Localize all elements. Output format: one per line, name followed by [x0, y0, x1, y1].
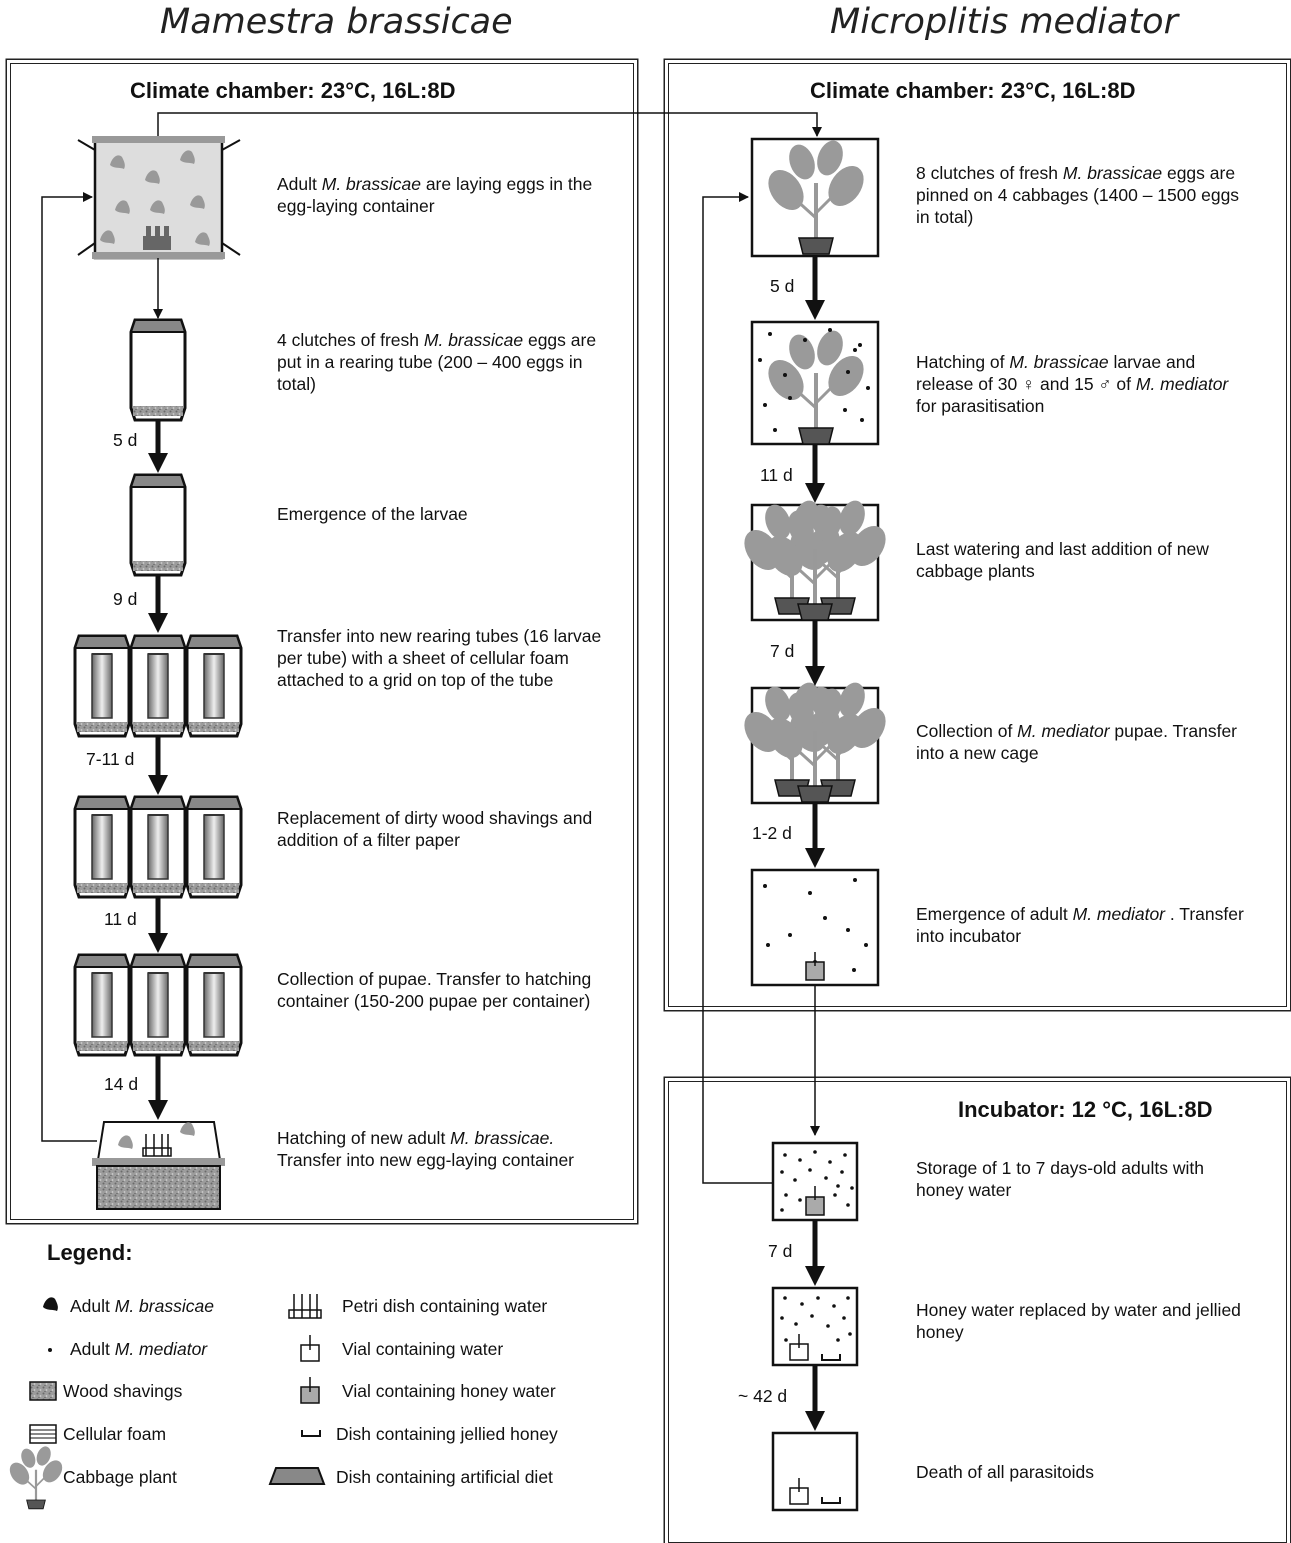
- climate-chamber-left: [10, 63, 634, 1220]
- incubator-jellied-honey-cage: [771, 1286, 859, 1367]
- legend-item-vial-water: Vial containing water: [342, 1339, 504, 1359]
- legend-item-artificial-diet-dish: Dish containing artificial diet: [336, 1467, 553, 1487]
- cage-hatching-larvae: [750, 320, 880, 446]
- legend-item-mediator: Adult M. mediator: [70, 1339, 208, 1359]
- vial-honey-icon: [300, 1377, 320, 1404]
- duration-incubator-1: 7 d: [768, 1241, 793, 1261]
- egg-laying-container: [77, 136, 241, 260]
- legend-item-wood-shavings: Wood shavings: [63, 1381, 183, 1401]
- climate-chamber-right: [668, 63, 1287, 1007]
- rearing-tubes-set-3: [75, 955, 241, 1055]
- brassicae-step-2: 4 clutches of fresh M. brassicae eggs ar…: [277, 330, 597, 394]
- legend-item-jellied-honey-dish: Dish containing jellied honey: [336, 1424, 558, 1444]
- wood-shavings-icon: [29, 1381, 57, 1401]
- duration-incubator-2: ~ 42 d: [738, 1386, 788, 1406]
- right-chamber-header: Climate chamber: 23°C, 16L:8D: [810, 78, 1136, 103]
- duration-brassicae-5: 14 d: [104, 1074, 139, 1094]
- cage-eggs-cabbage: [750, 134, 880, 258]
- mediator-step-1: 8 clutches of fresh M. brassicae eggs ar…: [916, 163, 1240, 227]
- mediator-step-3: Last watering and last addition of new c…: [916, 539, 1209, 581]
- brassicae-step-5: Replacement of dirty wood shavings and a…: [277, 808, 593, 850]
- rearing-tubes-set-2: [75, 797, 241, 897]
- jellied-honey-dish-icon: [301, 1430, 321, 1437]
- duration-mediator-1: 5 d: [770, 276, 795, 296]
- duration-brassicae-4: 11 d: [104, 909, 137, 929]
- species-title-right: Microplitis mediator: [830, 2, 1178, 42]
- petri-dish-icon: [288, 1294, 322, 1319]
- legend-item-cellular-foam: Cellular foam: [63, 1424, 167, 1444]
- legend-item-petri-dish: Petri dish containing water: [342, 1296, 548, 1316]
- mediator-step-5: Emergence of adult M. mediator . Transfe…: [916, 904, 1244, 946]
- incubator-step-1: Storage of 1 to 7 days-old adults with h…: [916, 1158, 1204, 1200]
- brassicae-step-1: Adult M. brassicae are laying eggs in th…: [277, 174, 593, 216]
- cabbage-plant-icon: [4, 1443, 68, 1510]
- brassicae-step-4: Transfer into new rearing tubes (16 larv…: [277, 626, 602, 690]
- brassicae-step-7: Hatching of new adult M. brassicae. Tran…: [277, 1128, 575, 1170]
- incubator-header: Incubator: 12 °C, 16L:8D: [958, 1097, 1213, 1122]
- left-flow-arrows: [41, 192, 168, 1142]
- artificial-diet-dish-icon: [268, 1467, 326, 1485]
- cage-adult-emergence: [750, 868, 880, 987]
- duration-brassicae-2: 9 d: [113, 589, 138, 609]
- incubator-step-3: Death of all parasitoids: [916, 1462, 1095, 1482]
- brassicae-step-6: Collection of pupae. Transfer to hatchin…: [277, 969, 592, 1011]
- incubator-storage-cage: [771, 1141, 859, 1222]
- brassicae-step-3: Emergence of the larvae: [277, 504, 468, 524]
- legend-item-vial-honey: Vial containing honey water: [342, 1381, 556, 1401]
- mediator-step-2: Hatching of M. brassicae larvae and rele…: [916, 352, 1229, 416]
- left-chamber-header: Climate chamber: 23°C, 16L:8D: [130, 78, 456, 103]
- vial-water-icon: [300, 1335, 320, 1362]
- incubator-death-cage: [771, 1431, 859, 1512]
- duration-mediator-3: 7 d: [770, 641, 795, 661]
- transfer-arrow-eggs: [157, 112, 822, 137]
- cage-pupae-collection: [735, 676, 895, 805]
- cellular-foam-icon: [29, 1424, 57, 1444]
- right-flow-arrows: [702, 192, 825, 1184]
- moth-icon: [43, 1297, 58, 1311]
- mediator-step-4: Collection of M. mediator pupae. Transfe…: [916, 721, 1238, 763]
- incubator-step-2: Honey water replaced by water and jellie…: [916, 1300, 1241, 1342]
- species-title-left: Mamestra brassicae: [160, 2, 513, 42]
- cage-last-watering: [735, 494, 895, 622]
- legend-title: Legend:: [47, 1240, 133, 1265]
- rearing-tube-1: [129, 318, 187, 422]
- duration-brassicae-1: 5 d: [113, 430, 138, 450]
- hatching-container: [92, 1121, 225, 1210]
- duration-mediator-4: 1-2 d: [752, 823, 792, 843]
- rearing-tube-2: [129, 473, 187, 577]
- duration-mediator-2: 11 d: [760, 465, 793, 485]
- duration-brassicae-3: 7-11 d: [86, 749, 135, 769]
- wasp-dot-icon: [48, 1348, 52, 1352]
- legend-item-brassicae: Adult M. brassicae: [70, 1296, 214, 1316]
- legend-item-cabbage-plant: Cabbage plant: [63, 1467, 177, 1487]
- rearing-tubes-set-1: [75, 636, 241, 736]
